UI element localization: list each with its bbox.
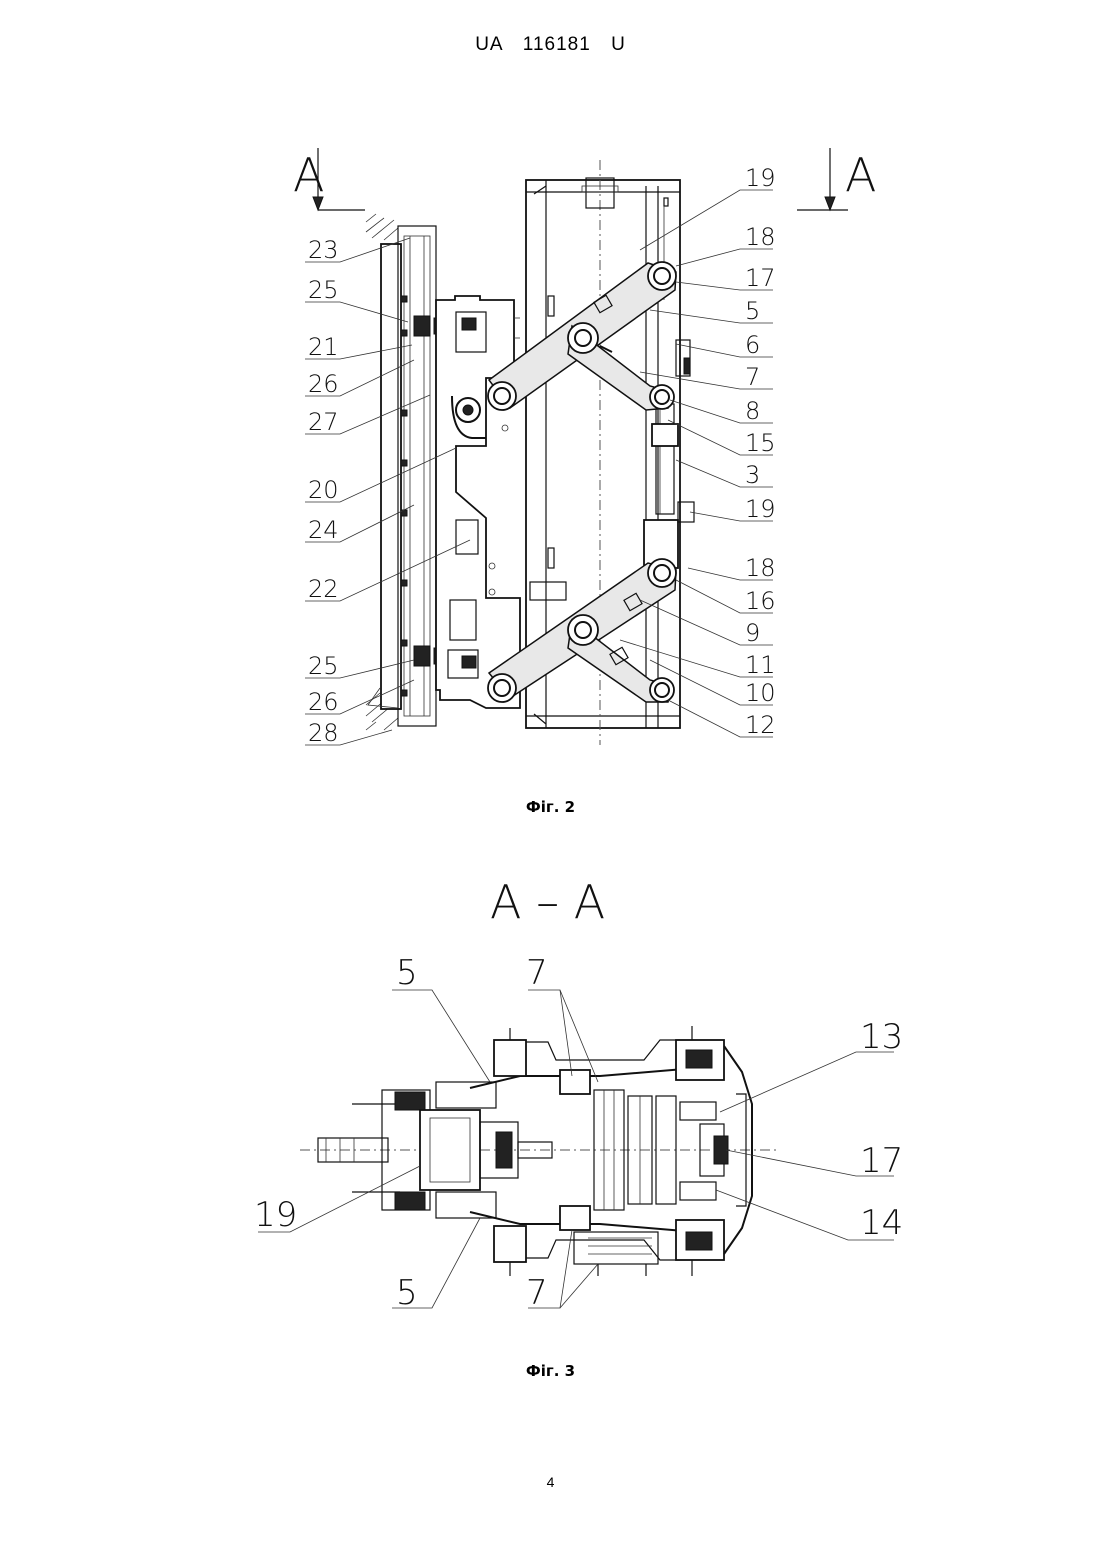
- figure-3-leaders: [258, 990, 894, 1308]
- ref-label-14: 14: [860, 1203, 903, 1243]
- ref-label-7-bottom: 7: [526, 1273, 548, 1313]
- page-number: 4: [0, 1474, 1101, 1490]
- ref-label: 19: [745, 164, 776, 192]
- ref-label: 12: [745, 711, 776, 739]
- ref-label: 7: [745, 363, 760, 391]
- ref-label: 15: [745, 429, 776, 457]
- figure-2-caption: Фіг. 2: [0, 798, 1101, 816]
- figure-2-drawing: A A: [0, 140, 1101, 760]
- right-labels: 19 18 17 5 6 7 8 15 3 19 18 16 9 11 10 1…: [745, 164, 776, 739]
- ref-label: 18: [745, 554, 776, 582]
- ref-label: 19: [745, 495, 776, 523]
- carriage: [436, 296, 520, 708]
- ref-label-7-top: 7: [526, 953, 548, 993]
- ref-label: 5: [745, 297, 760, 325]
- ref-label-17: 17: [860, 1141, 903, 1181]
- ref-label: 16: [745, 587, 776, 615]
- ref-label: 22: [308, 575, 339, 603]
- figure-3-caption: Фіг. 3: [0, 1362, 1101, 1380]
- ref-label: 23: [308, 236, 339, 264]
- ref-label-5-bottom: 5: [396, 1273, 418, 1313]
- ref-label: 18: [745, 223, 776, 251]
- figure-3-svg: A – A: [0, 860, 1101, 1320]
- ref-label: 11: [745, 651, 776, 679]
- section-mark-left: A: [293, 148, 324, 202]
- ref-label: 6: [745, 331, 760, 359]
- ref-label: 21: [308, 333, 339, 361]
- figure-2-svg: A A: [0, 140, 1101, 760]
- ref-label: 28: [308, 719, 339, 747]
- ref-label: 25: [308, 276, 339, 304]
- ref-label: 26: [308, 370, 339, 398]
- ref-label: 9: [745, 619, 760, 647]
- roller-body: [560, 1070, 676, 1276]
- ref-label: 26: [308, 688, 339, 716]
- ref-label-5-top: 5: [396, 953, 418, 993]
- figure-3-drawing: A – A: [0, 860, 1101, 1320]
- ref-label: 24: [308, 516, 339, 544]
- end-assembly: [676, 1026, 752, 1276]
- drive-assembly: [318, 1082, 552, 1218]
- ref-label: 3: [745, 461, 760, 489]
- ref-label: 8: [745, 397, 760, 425]
- section-mark-right: A: [845, 148, 876, 202]
- section-title: A – A: [490, 875, 605, 929]
- ref-label: 10: [745, 679, 776, 707]
- ref-label: 27: [308, 408, 339, 436]
- support-plate: [368, 226, 444, 726]
- ref-label-19: 19: [254, 1195, 297, 1235]
- ref-label: 20: [308, 476, 339, 504]
- ref-label: 17: [745, 264, 776, 292]
- document-number: UA 116181 U: [0, 34, 1101, 56]
- ref-label: 25: [308, 652, 339, 680]
- left-labels: 23 25 21 26 27 20 24 22 25 26 28: [308, 236, 339, 747]
- ref-label-13: 13: [860, 1017, 903, 1057]
